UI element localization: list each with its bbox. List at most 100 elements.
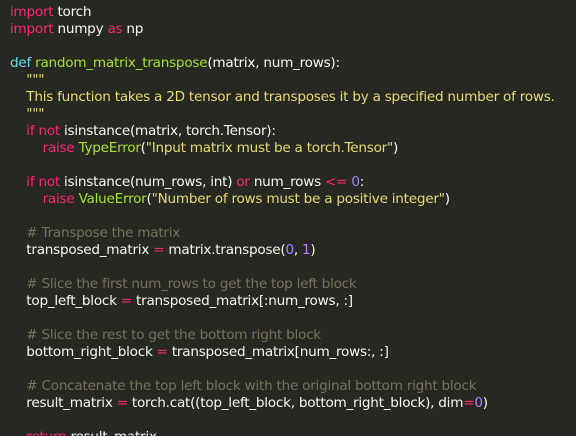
code-token: 1 (302, 242, 311, 258)
code-token: # Slice the first num_rows to get the to… (26, 276, 357, 292)
code-indent (10, 123, 26, 139)
code-token: = (153, 242, 165, 258)
code-indent (10, 242, 26, 258)
code-indent (10, 225, 26, 241)
code-token: transposed_matrix[:num_rows, :] (131, 293, 353, 309)
code-token: ) (310, 242, 316, 258)
code-token: torch (53, 4, 92, 20)
code-token: "Number of rows must be a positive integ… (151, 191, 445, 207)
code-token: = (116, 395, 128, 411)
code-token: def (10, 55, 32, 71)
code-token: (matrix, num_rows): (207, 55, 340, 71)
code-line: return result_matrix (0, 429, 576, 436)
code-indent (10, 378, 26, 394)
code-line: """ (0, 72, 576, 89)
code-token: isinstance(num_rows, int) (59, 174, 237, 190)
code-token: isinstance(matrix, torch.Tensor): (59, 123, 276, 139)
code-token: not (38, 174, 60, 190)
code-token: if (26, 123, 35, 139)
code-indent (10, 344, 26, 360)
code-token: import (10, 21, 54, 37)
code-line: # Transpose the matrix (0, 225, 576, 242)
code-token: top_left_block (26, 293, 121, 309)
code-token: random_matrix_transpose (35, 55, 208, 71)
code-token: <= (324, 174, 348, 190)
code-line: def random_matrix_transpose(matrix, num_… (0, 55, 576, 72)
code-token: return (26, 429, 66, 436)
code-token: "Input matrix must be a torch.Tensor" (145, 140, 394, 156)
code-blank-line (0, 38, 576, 55)
code-token: = (156, 344, 168, 360)
code-line: import torch (0, 4, 576, 21)
code-token: """ (26, 106, 45, 122)
code-line: # Slice the rest to get the bottom right… (0, 327, 576, 344)
code-line: import numpy as np (0, 21, 576, 38)
code-line: # Concatenate the top left block with th… (0, 378, 576, 395)
code-token: ) (444, 191, 450, 207)
code-indent (10, 89, 26, 105)
code-token: # Transpose the matrix (26, 225, 181, 241)
code-token: or (236, 174, 250, 190)
code-token: , (293, 242, 303, 258)
code-token: ValueError (78, 191, 147, 207)
code-token: result_matrix (66, 429, 157, 436)
code-blank-line (0, 310, 576, 327)
code-token: # Concatenate the top left block with th… (26, 378, 477, 394)
code-token: if (26, 174, 35, 190)
code-blank-line (0, 361, 576, 378)
code-token: = (120, 293, 132, 309)
code-line: top_left_block = transposed_matrix[:num_… (0, 293, 576, 310)
code-token: result_matrix (26, 395, 117, 411)
code-line: transposed_matrix = matrix.transpose(0, … (0, 242, 576, 259)
code-token: = (463, 395, 475, 411)
code-line: # Slice the first num_rows to get the to… (0, 276, 576, 293)
code-token: : (359, 174, 365, 190)
code-token: """ (26, 72, 45, 88)
code-blank-line (0, 259, 576, 276)
code-indent (10, 72, 26, 88)
code-token: ) (482, 395, 488, 411)
code-indent (10, 429, 26, 436)
code-token: 0 (285, 242, 294, 258)
code-token: np (122, 21, 144, 37)
code-token: import (10, 4, 54, 20)
code-token: This function takes a 2D tensor and tran… (26, 89, 555, 105)
code-indent (10, 106, 26, 122)
code-token: ( (146, 191, 152, 207)
code-line: raise ValueError("Number of rows must be… (0, 191, 576, 208)
code-token: 0 (351, 174, 360, 190)
code-token: torch.cat((top_left_block, bottom_right_… (127, 395, 464, 411)
code-blank-line (0, 208, 576, 225)
code-indent (10, 327, 26, 343)
code-indent (10, 395, 26, 411)
code-token: ( (140, 140, 146, 156)
code-token: numpy (53, 21, 108, 37)
code-indent (10, 174, 26, 190)
code-token: as (107, 21, 123, 37)
code-token: bottom_right_block (26, 344, 157, 360)
code-token: raise (42, 140, 75, 156)
code-indent (10, 276, 26, 292)
code-token: transposed_matrix[num_rows:, :] (167, 344, 389, 360)
code-line: """ (0, 106, 576, 123)
code-line: result_matrix = torch.cat((top_left_bloc… (0, 395, 576, 412)
code-line: if not isinstance(num_rows, int) or num_… (0, 174, 576, 191)
code-line: raise TypeError("Input matrix must be a … (0, 140, 576, 157)
code-token: matrix.transpose( (164, 242, 286, 258)
code-line: if not isinstance(matrix, torch.Tensor): (0, 123, 576, 140)
code-token: ) (393, 140, 399, 156)
code-indent (10, 191, 43, 207)
code-token: not (38, 123, 60, 139)
code-token: transposed_matrix (26, 242, 154, 258)
code-token: # Slice the rest to get the bottom right… (26, 327, 321, 343)
code-indent (10, 293, 26, 309)
code-token: 0 (474, 395, 483, 411)
code-line: This function takes a 2D tensor and tran… (0, 89, 576, 106)
code-indent (10, 140, 43, 156)
code-token: raise (42, 191, 75, 207)
code-token: TypeError (78, 140, 141, 156)
code-blank-line (0, 412, 576, 429)
code-token: num_rows (249, 174, 325, 190)
